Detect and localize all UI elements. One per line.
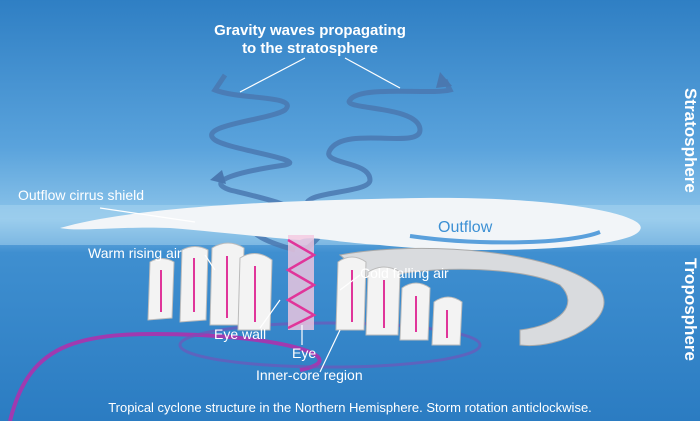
cold-falling-air-label: Cold falling air: [360, 265, 449, 281]
pointer-line: [239, 57, 306, 93]
outflow-cirrus-shield-label: Outflow cirrus shield: [18, 187, 145, 203]
inflow-rotation: [178, 321, 482, 369]
pointer-line: [99, 207, 196, 223]
title-line-1: Gravity waves propagating: [214, 22, 406, 39]
gravity-waves-title: Gravity waves propagating to the stratos…: [210, 22, 410, 58]
eye-wall-ring: [338, 247, 605, 347]
caption: Tropical cyclone structure in the Northe…: [108, 400, 592, 415]
outflow-cirrus-shield: [60, 197, 641, 250]
inner-core-region-label: Inner-core region: [256, 367, 363, 383]
eye-label: Eye: [292, 345, 317, 361]
wave-arrowhead: [436, 72, 452, 88]
eye-wall-label: Eye wall: [214, 326, 267, 342]
outflow-label: Outflow: [438, 219, 493, 236]
pointer-line: [344, 57, 401, 89]
rising-air-arrows: [160, 256, 448, 338]
stratosphere-label: Stratosphere: [681, 88, 700, 193]
outflow-arrow: [409, 230, 601, 245]
eye-spiral: [285, 238, 317, 330]
wave-arrowhead: [210, 170, 226, 184]
troposphere-label: Troposphere: [681, 258, 700, 361]
title-line-2: to the stratosphere: [242, 40, 378, 57]
warm-rising-air-label: Warm rising air: [88, 245, 182, 261]
